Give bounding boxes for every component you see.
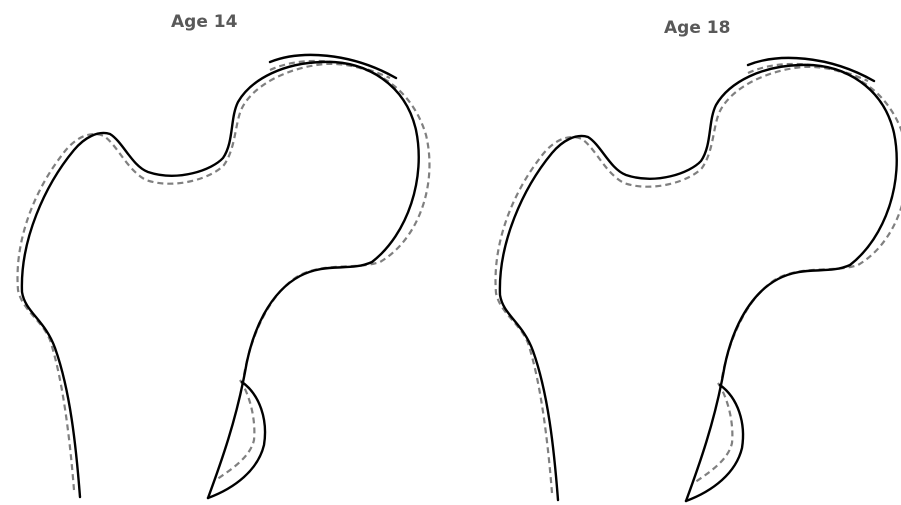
- panel-right-femur: [496, 58, 901, 501]
- panel-left-femur: [18, 55, 430, 498]
